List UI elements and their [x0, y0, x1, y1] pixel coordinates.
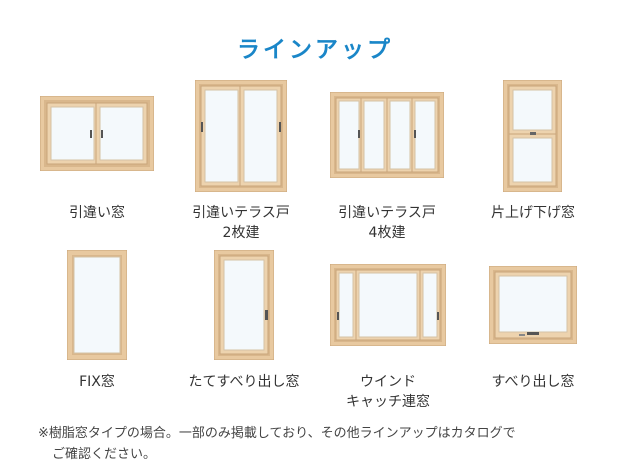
product-fix-window[interactable]	[67, 250, 127, 360]
label-sliding-window: 引違い窓	[69, 205, 125, 221]
product-sliding-window[interactable]	[40, 96, 154, 171]
label-terrace-door-4: 引違いテラス戸 4枚建	[338, 205, 436, 241]
wind-catch-window-image	[330, 264, 446, 346]
casement-window-image	[214, 250, 274, 360]
terrace-door-4-image	[330, 92, 444, 178]
product-single-hung-window[interactable]	[503, 80, 562, 192]
footnote: ※樹脂窓タイプの場合。一部のみ掲載しており、その他ラインアップはカタログで ご確…	[38, 426, 516, 462]
label-terrace-door-2: 引違いテラス戸 2枚建	[192, 205, 290, 241]
product-terrace-door-4[interactable]	[330, 92, 444, 178]
label-awning-window: すべり出し窓	[491, 374, 575, 390]
label-wind-catch-window: ウインド キャッチ連窓	[346, 374, 430, 410]
label-single-hung-window: 片上げ下げ窓	[491, 205, 575, 221]
product-awning-window[interactable]	[489, 266, 577, 344]
sliding-window-image	[40, 96, 154, 171]
awning-window-image	[489, 266, 577, 344]
terrace-door-2-image	[195, 80, 287, 192]
label-fix-window: FIX窓	[79, 374, 115, 390]
product-wind-catch-window[interactable]	[330, 264, 446, 346]
label-casement-window: たてすべり出し窓	[188, 374, 300, 390]
fix-window-image	[67, 250, 127, 360]
product-terrace-door-2[interactable]	[195, 80, 287, 192]
product-casement-window[interactable]	[214, 250, 274, 360]
single-hung-window-image	[503, 80, 562, 192]
page-title: ラインアップ	[237, 37, 393, 63]
